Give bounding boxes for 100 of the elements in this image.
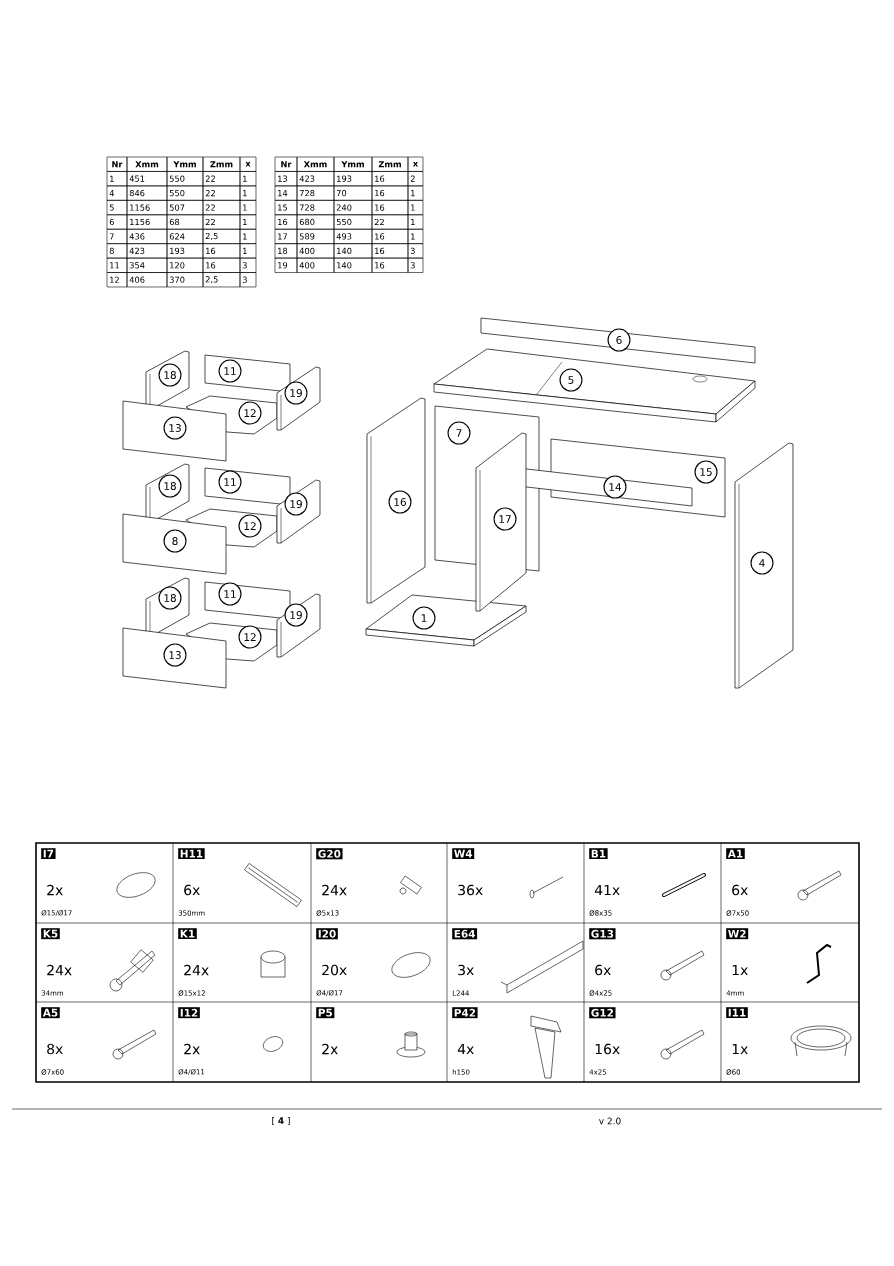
- table-cell: 7: [106, 228, 128, 244]
- table-cell: 3: [407, 257, 424, 273]
- callout-number: 12: [238, 625, 262, 649]
- part-code: A1: [726, 848, 745, 859]
- part-code: H11: [178, 848, 205, 859]
- part-code: P5: [316, 1007, 335, 1019]
- part-code: K1: [178, 928, 197, 939]
- callout-number: 18: [158, 363, 182, 387]
- part-code: I11: [726, 1007, 748, 1018]
- quantity: 41x: [594, 884, 620, 896]
- quantity: 20x: [322, 964, 347, 976]
- table-cell: Ymm: [166, 156, 204, 172]
- callout-number: 6: [607, 328, 631, 352]
- table-cell: 1156: [126, 200, 168, 216]
- table-cell: 13: [274, 171, 298, 187]
- table-cell: Xmm: [296, 156, 335, 172]
- table-cell: 16: [202, 243, 241, 259]
- table-cell: 8: [106, 243, 128, 259]
- callout-number: 12: [238, 401, 262, 425]
- table-cell: Zmm: [202, 156, 241, 172]
- callout-number: 1: [412, 606, 436, 630]
- quantity: 2x: [47, 884, 63, 896]
- table-cell: 70: [333, 185, 373, 201]
- quantity: 3x: [458, 964, 474, 976]
- callout-number: 16: [388, 490, 412, 514]
- callout-number: 19: [284, 492, 308, 516]
- part-code: I12: [178, 1007, 200, 1019]
- table-cell: 550: [166, 185, 204, 201]
- table-cell: 1: [239, 185, 257, 201]
- table-cell: 400: [296, 257, 335, 273]
- table-cell: 240: [333, 200, 373, 216]
- callout-number: 15: [694, 460, 718, 484]
- part-code: K5: [41, 928, 60, 940]
- table-cell: 22: [202, 171, 241, 187]
- table-cell: 1: [239, 228, 257, 244]
- callout-number: 19: [284, 603, 308, 627]
- table-cell: x: [239, 156, 257, 172]
- table-cell: 193: [333, 171, 373, 187]
- callout-number: 5: [559, 368, 583, 392]
- table-cell: 22: [202, 214, 241, 230]
- callout-number: 13: [163, 416, 187, 440]
- table-cell: 370: [166, 272, 204, 288]
- table-cell: 18: [274, 243, 298, 259]
- part-code: E64: [452, 928, 478, 940]
- table-cell: 16: [202, 257, 241, 273]
- table-cell: 423: [126, 243, 168, 259]
- callout-number: 12: [238, 514, 262, 538]
- table-cell: 15: [274, 200, 298, 216]
- quantity: 8x: [47, 1043, 63, 1055]
- table-cell: 2,5: [202, 272, 241, 288]
- table-cell: Ymm: [333, 156, 373, 172]
- quantity: 6x: [184, 884, 200, 896]
- table-cell: 846: [126, 185, 168, 201]
- quantity: 6x: [595, 964, 611, 976]
- table-cell: 16: [371, 257, 409, 273]
- callout-number: 11: [218, 470, 242, 494]
- table-cell: 6: [106, 214, 128, 230]
- table-cell: Nr: [274, 156, 298, 172]
- quantity: 4x: [457, 1043, 474, 1055]
- callout-number: 7: [447, 421, 471, 445]
- table-cell: 354: [126, 257, 168, 273]
- quantity: 24x: [47, 964, 72, 976]
- callout-number: 18: [158, 474, 182, 498]
- version-label: v 2.0: [599, 1117, 621, 1125]
- table-cell: 16: [371, 228, 409, 244]
- callout-number: 13: [163, 643, 187, 667]
- callout-number: 8: [163, 529, 187, 553]
- table-cell: 5: [106, 200, 128, 216]
- quantity: 1x: [732, 964, 748, 976]
- quantity: 16x: [595, 1043, 620, 1055]
- table-cell: 3: [239, 257, 257, 273]
- table-cell: 1: [239, 214, 257, 230]
- table-cell: Zmm: [371, 156, 409, 172]
- table-cell: 2: [407, 171, 424, 187]
- table-cell: 4: [106, 185, 128, 201]
- table-cell: 19: [274, 257, 298, 273]
- table-cell: 400: [296, 243, 335, 259]
- table-cell: 140: [333, 243, 373, 259]
- table-cell: 22: [202, 200, 241, 216]
- table-cell: 1: [239, 243, 257, 259]
- callout-number: 14: [603, 475, 627, 499]
- part-code: I20: [316, 928, 338, 940]
- part-code: A5: [41, 1007, 60, 1019]
- table-cell: 16: [371, 243, 409, 259]
- table-cell: 1: [239, 200, 257, 216]
- part-code: W2: [726, 928, 749, 940]
- table-cell: 2,5: [202, 228, 241, 244]
- table-cell: 12: [106, 272, 128, 288]
- table-cell: 68: [166, 214, 204, 230]
- part-code: G13: [589, 928, 616, 940]
- table-cell: 436: [126, 228, 168, 244]
- part-code: I7: [41, 848, 56, 859]
- quantity: 36x: [458, 884, 483, 896]
- table-cell: 624: [166, 228, 204, 244]
- table-cell: 16: [274, 214, 298, 230]
- table-cell: 3: [407, 243, 424, 259]
- table-cell: 1: [106, 171, 128, 187]
- part-code: W4: [452, 848, 475, 859]
- table-cell: 3: [239, 272, 257, 288]
- table-cell: 728: [296, 200, 335, 216]
